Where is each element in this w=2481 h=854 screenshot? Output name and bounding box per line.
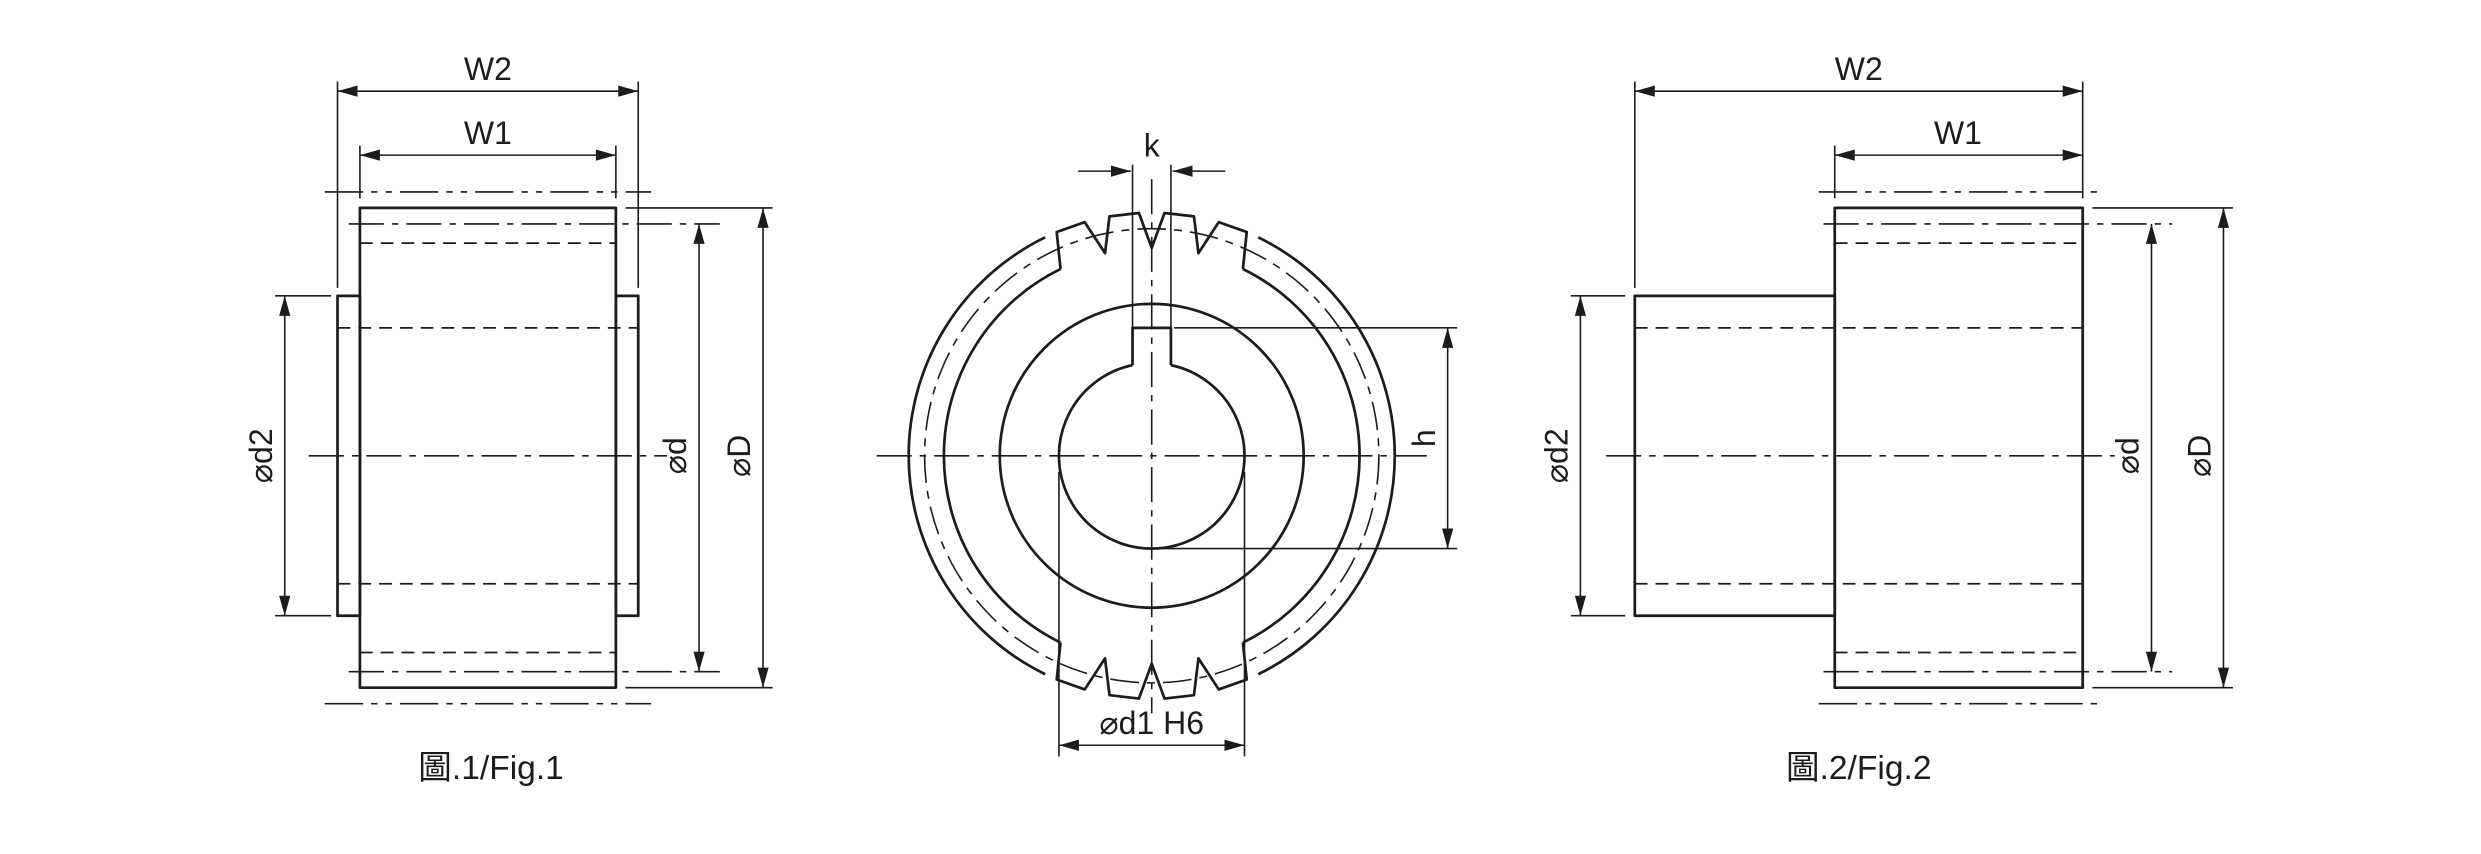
fig1-root-lines [359,242,616,654]
fig1-w1-label: W1 [464,115,512,151]
fig2-d2-label: ⌀d2 [1539,428,1575,483]
front-root-arcs [942,267,1361,644]
gear-front-view: k h ⌀d1 H6 [876,128,1458,757]
fig2-dimension-d2: ⌀d2 [1539,295,1626,617]
figure-1-side-view: W2 W1 ⌀d2 ⌀d [243,51,773,787]
fig1-dimension-d: ⌀d [657,223,705,672]
front-k-label: k [1144,128,1161,164]
fig2-w2-label: W2 [1835,51,1883,87]
fig1-d2-label: ⌀d2 [243,428,279,483]
fig1-d-label: ⌀d [657,437,693,474]
fig2-dimension-w2: W2 [1634,51,2084,288]
fig2-bore-lines [1634,326,2083,585]
fig2-phantom-lines [1818,191,2099,705]
front-dimension-h: h [1161,327,1458,550]
fig1-pitch-lines [348,223,720,673]
fig2-root-lines [1834,242,2083,654]
front-d1-label: ⌀d1 H6 [1099,705,1204,741]
fig1-caption: 圖.1/Fig.1 [418,750,564,787]
front-dimension-d1: ⌀d1 H6 [1058,471,1246,757]
fig1-dimension-D: ⌀D [625,207,773,689]
fig2-dimension-D: ⌀D [2092,207,2234,689]
fig2-d-label: ⌀d [2110,437,2146,474]
front-bore-and-keyway [1057,326,1246,550]
fig1-bore-lines [337,326,639,585]
front-tip-arcs [907,236,1397,676]
front-dimension-k: k [1078,128,1226,332]
fig1-dimension-w2: W2 [336,51,640,288]
fig2-pitch-lines [1823,223,2173,673]
front-center-lines [876,179,1427,714]
front-gear-teeth [1055,211,1249,700]
fig2-gear-body [1833,206,2085,690]
figure-2-side-view: W2 W1 ⌀d2 ⌀d [1539,51,2234,787]
fig2-w1-label: W1 [1934,115,1982,151]
fig1-dimension-w1: W1 [359,115,617,199]
front-h-label: h [1406,429,1442,447]
front-hub-circle [998,302,1306,610]
fig1-D-label: ⌀D [721,435,757,477]
fig2-caption: 圖.2/Fig.2 [1786,750,1932,787]
fig1-dimension-d2: ⌀d2 [243,295,332,617]
front-pitch-circle [923,227,1380,684]
fig1-phantom-lines [324,191,652,705]
fig1-w2-label: W2 [464,51,512,87]
fig1-hub [336,294,640,618]
fig1-gear-body [358,206,618,690]
fig2-dimension-w1: W1 [1833,115,2083,199]
fig2-dimension-d: ⌀d [2110,223,2158,672]
fig2-hub [1633,294,1837,618]
fig2-D-label: ⌀D [2182,435,2218,477]
